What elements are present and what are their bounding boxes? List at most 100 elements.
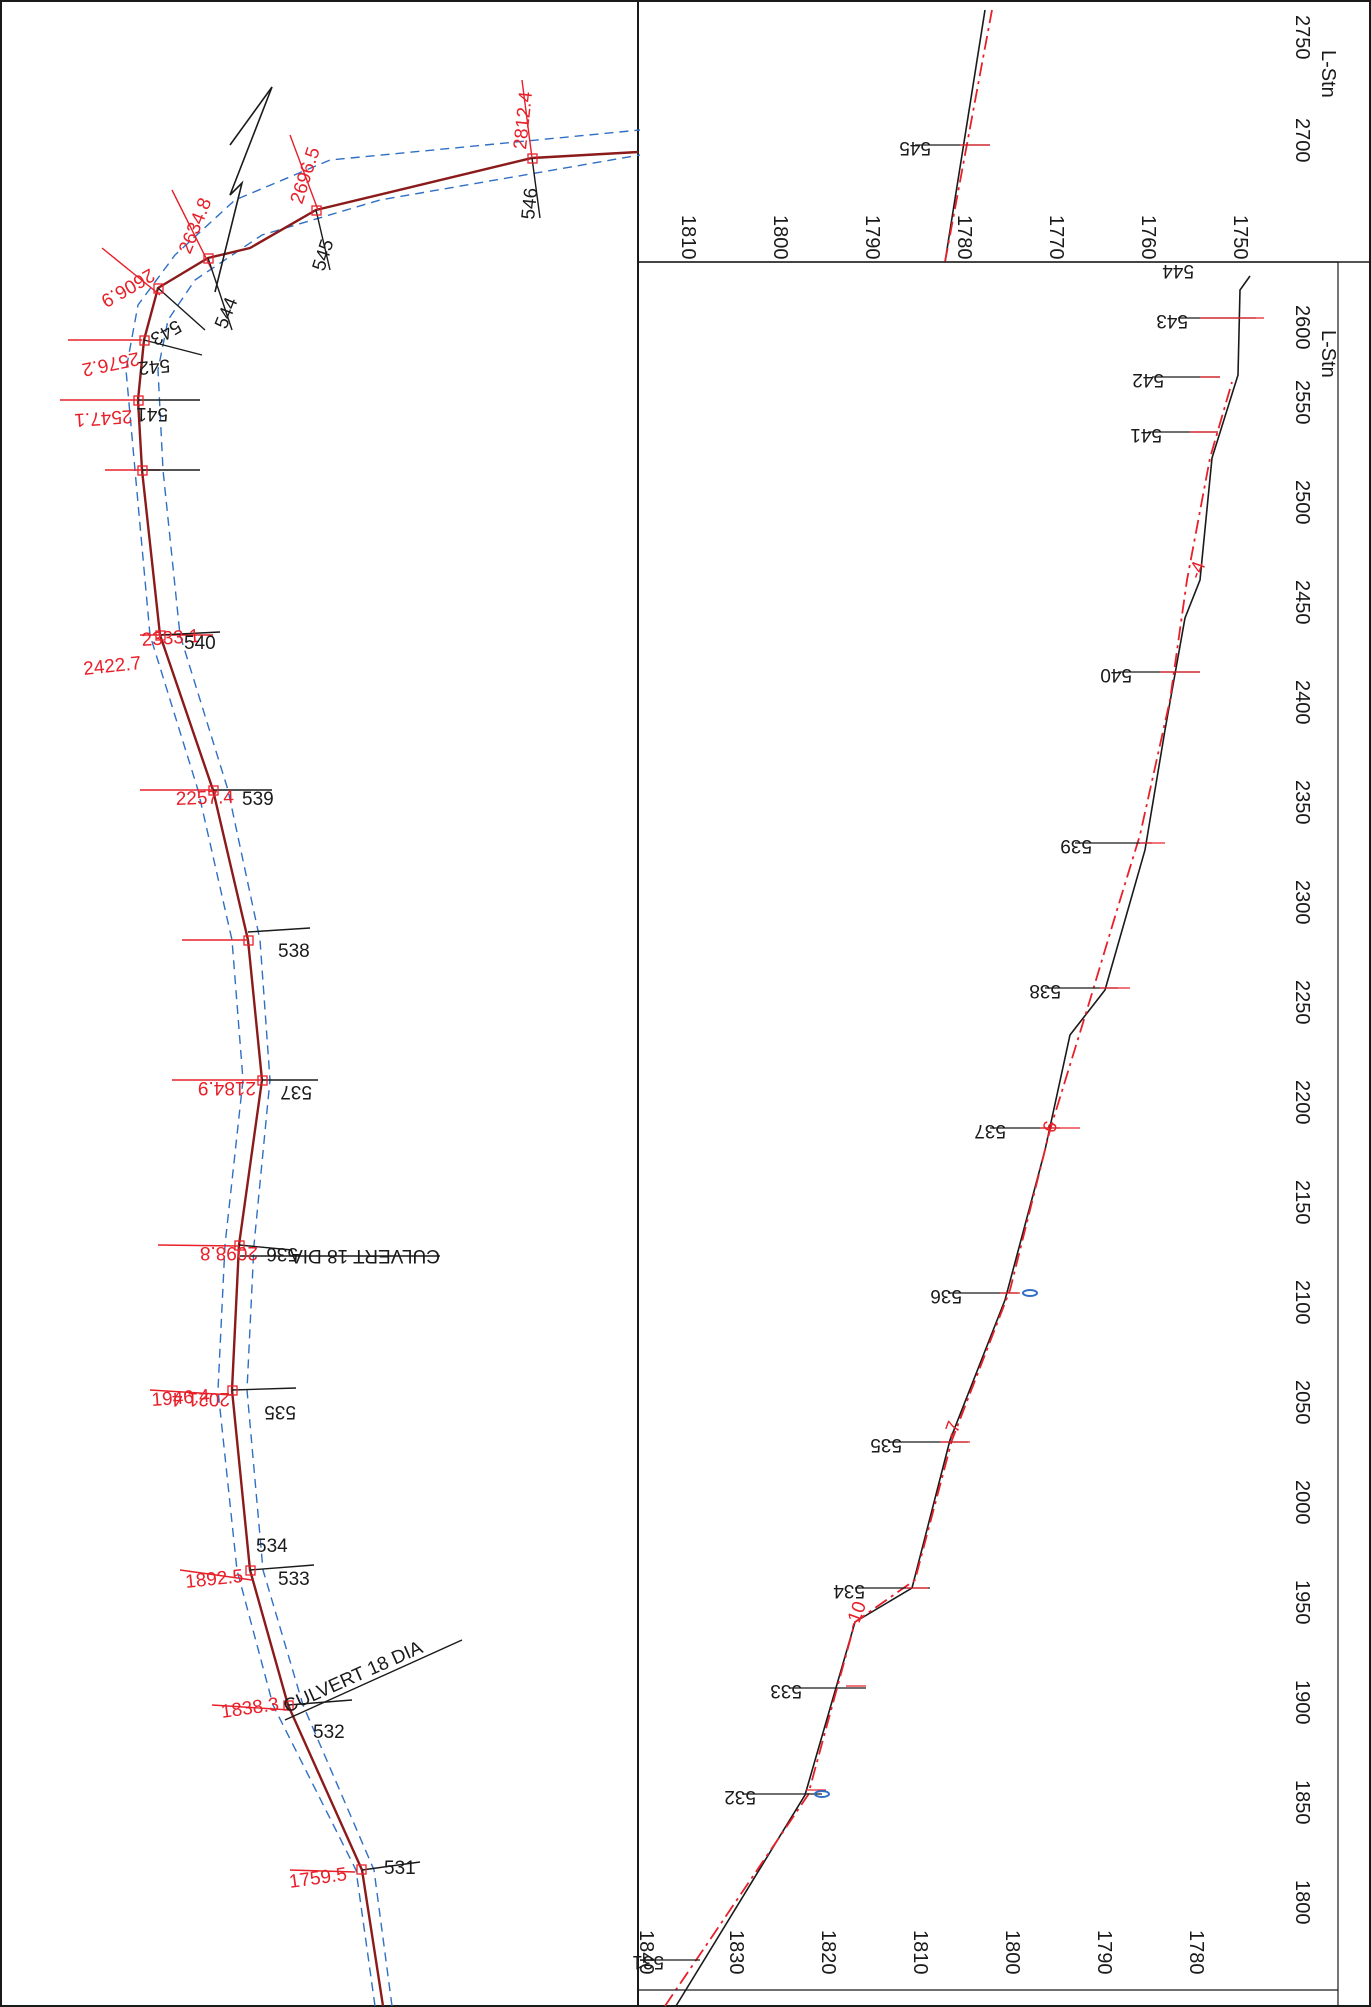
- stn-tick-label: 1950: [1291, 1580, 1313, 1625]
- station-box: [203, 253, 214, 264]
- road-edge-right: [157, 154, 641, 2007]
- section-tick: [287, 1699, 353, 1706]
- station-label: 2333.1: [141, 626, 200, 651]
- section-tick: [157, 287, 206, 331]
- stn-axis-label: L-Stn: [1317, 330, 1339, 378]
- grade-label: -4: [1185, 558, 1211, 581]
- marker-label: 539: [1060, 835, 1092, 856]
- station-box: [243, 935, 254, 946]
- station-box: [227, 1385, 238, 1396]
- station-label: 1759.5: [288, 1864, 348, 1893]
- section-tick: [143, 339, 203, 356]
- station-label: 2812.4: [510, 90, 537, 150]
- section-label: 531: [384, 1858, 416, 1879]
- station-label: 2257.4: [175, 787, 234, 810]
- station-box: [153, 283, 164, 294]
- marker-label: 537: [974, 1120, 1006, 1141]
- station-label: 2696.5: [287, 145, 325, 207]
- marker-label: 541: [1130, 424, 1162, 445]
- stn-tick-label: 2450: [1291, 580, 1313, 625]
- station-label: 2098.8: [200, 1242, 258, 1263]
- marker-label: 533: [770, 1680, 802, 1701]
- elev-tick-label: 1790: [1093, 1930, 1115, 1975]
- station-box: [234, 1240, 245, 1251]
- design-profile: [664, 381, 1233, 2007]
- section-label: 536: [266, 1243, 298, 1264]
- culvert-label: CULVERT 18 DIA: [290, 1245, 440, 1266]
- section-label: 544: [211, 294, 243, 332]
- station-box: [527, 153, 538, 164]
- marker-label: 534: [833, 1580, 865, 1601]
- stn-tick-label: 2700: [1291, 118, 1313, 163]
- stn-tick-label: 2350: [1291, 780, 1313, 825]
- section-tick: [159, 631, 221, 636]
- elev-axis-labels-upper: 1810 1800 1790 1780 1770 1760 1750: [677, 215, 1251, 260]
- section-label: 538: [278, 941, 310, 962]
- design-profile: [944, 9, 993, 263]
- station-box: [311, 205, 322, 216]
- elev-tick-label: 1830: [725, 1930, 747, 1975]
- north-arrow-icon: [229, 86, 273, 146]
- station-label: 2547.1: [74, 405, 133, 430]
- cross-section-ticks: [138, 157, 541, 1871]
- profile-lower: 531 532 533 534 535 536 537 538 539 540 …: [632, 260, 1339, 2007]
- stn-tick-label: 2400: [1291, 680, 1313, 725]
- section-label: 533: [278, 1569, 310, 1590]
- profile-upper: 545 1810 1800 1790 1780 1770 1760 1750 2…: [638, 9, 1339, 263]
- marker-label: 544: [1162, 260, 1194, 281]
- section-label: 539: [242, 789, 274, 810]
- station-tick: [289, 1869, 356, 1873]
- station-label: 1946.4: [151, 1386, 211, 1411]
- station-tick: [179, 1569, 253, 1581]
- station-label: 2184.9: [198, 1077, 256, 1098]
- section-label: 541: [136, 403, 168, 424]
- station-box: [208, 785, 219, 796]
- elev-tick-label: 1780: [953, 215, 975, 260]
- stn-tick-label: 1900: [1291, 1680, 1313, 1725]
- station-tick: [211, 1704, 291, 1711]
- stn-axis-label: L-Stn: [1317, 50, 1339, 98]
- stn-tick-label: 2750: [1291, 15, 1313, 60]
- station-tick: [157, 1244, 240, 1247]
- station-tick: [171, 189, 213, 271]
- elev-tick-label: 1760: [1137, 215, 1159, 260]
- station-box: [139, 335, 150, 346]
- station-box: [257, 1075, 268, 1086]
- stn-tick-label: 2250: [1291, 980, 1313, 1025]
- station-label: 2634.8: [175, 195, 216, 257]
- section-tick: [249, 1564, 315, 1571]
- grade-label: -10: [842, 1599, 871, 1632]
- elev-tick-label: 1810: [909, 1930, 931, 1975]
- marker-label: 545: [899, 137, 931, 158]
- station-markers: [133, 153, 538, 1875]
- ground-profile: [944, 9, 986, 263]
- stn-tick-label: 2600: [1291, 305, 1313, 350]
- stn-tick-label: 2100: [1291, 1280, 1313, 1325]
- section-label: 543: [147, 315, 185, 349]
- station-box: [356, 1864, 367, 1875]
- elev-tick-label: 1770: [1045, 215, 1067, 260]
- marker-label: 535: [870, 1434, 902, 1455]
- stn-tick-label: 2300: [1291, 880, 1313, 925]
- station-label: 2576.2: [80, 347, 141, 380]
- elev-tick-label: 1780: [1185, 1930, 1207, 1975]
- ground-profile: [675, 275, 1251, 2007]
- stn-tick-label: 2150: [1291, 1180, 1313, 1225]
- elev-tick-label: 1800: [769, 215, 791, 260]
- section-tick: [247, 927, 311, 933]
- elev-tick-label: 1840: [635, 1930, 657, 1975]
- elev-tick-label: 1800: [1001, 1930, 1023, 1975]
- section-label: 542: [138, 354, 171, 378]
- marker-label: 543: [1156, 310, 1188, 331]
- station-box: [133, 395, 144, 406]
- station-box: [245, 1565, 256, 1576]
- culvert-icon: [814, 1790, 830, 1798]
- grade-label: -7: [940, 1419, 966, 1442]
- station-tick: [101, 247, 161, 296]
- section-tick: [231, 1387, 297, 1391]
- section-label: 535: [264, 1401, 296, 1422]
- station-label: 2606.9: [97, 264, 158, 311]
- grade-label: -6: [1037, 1119, 1063, 1142]
